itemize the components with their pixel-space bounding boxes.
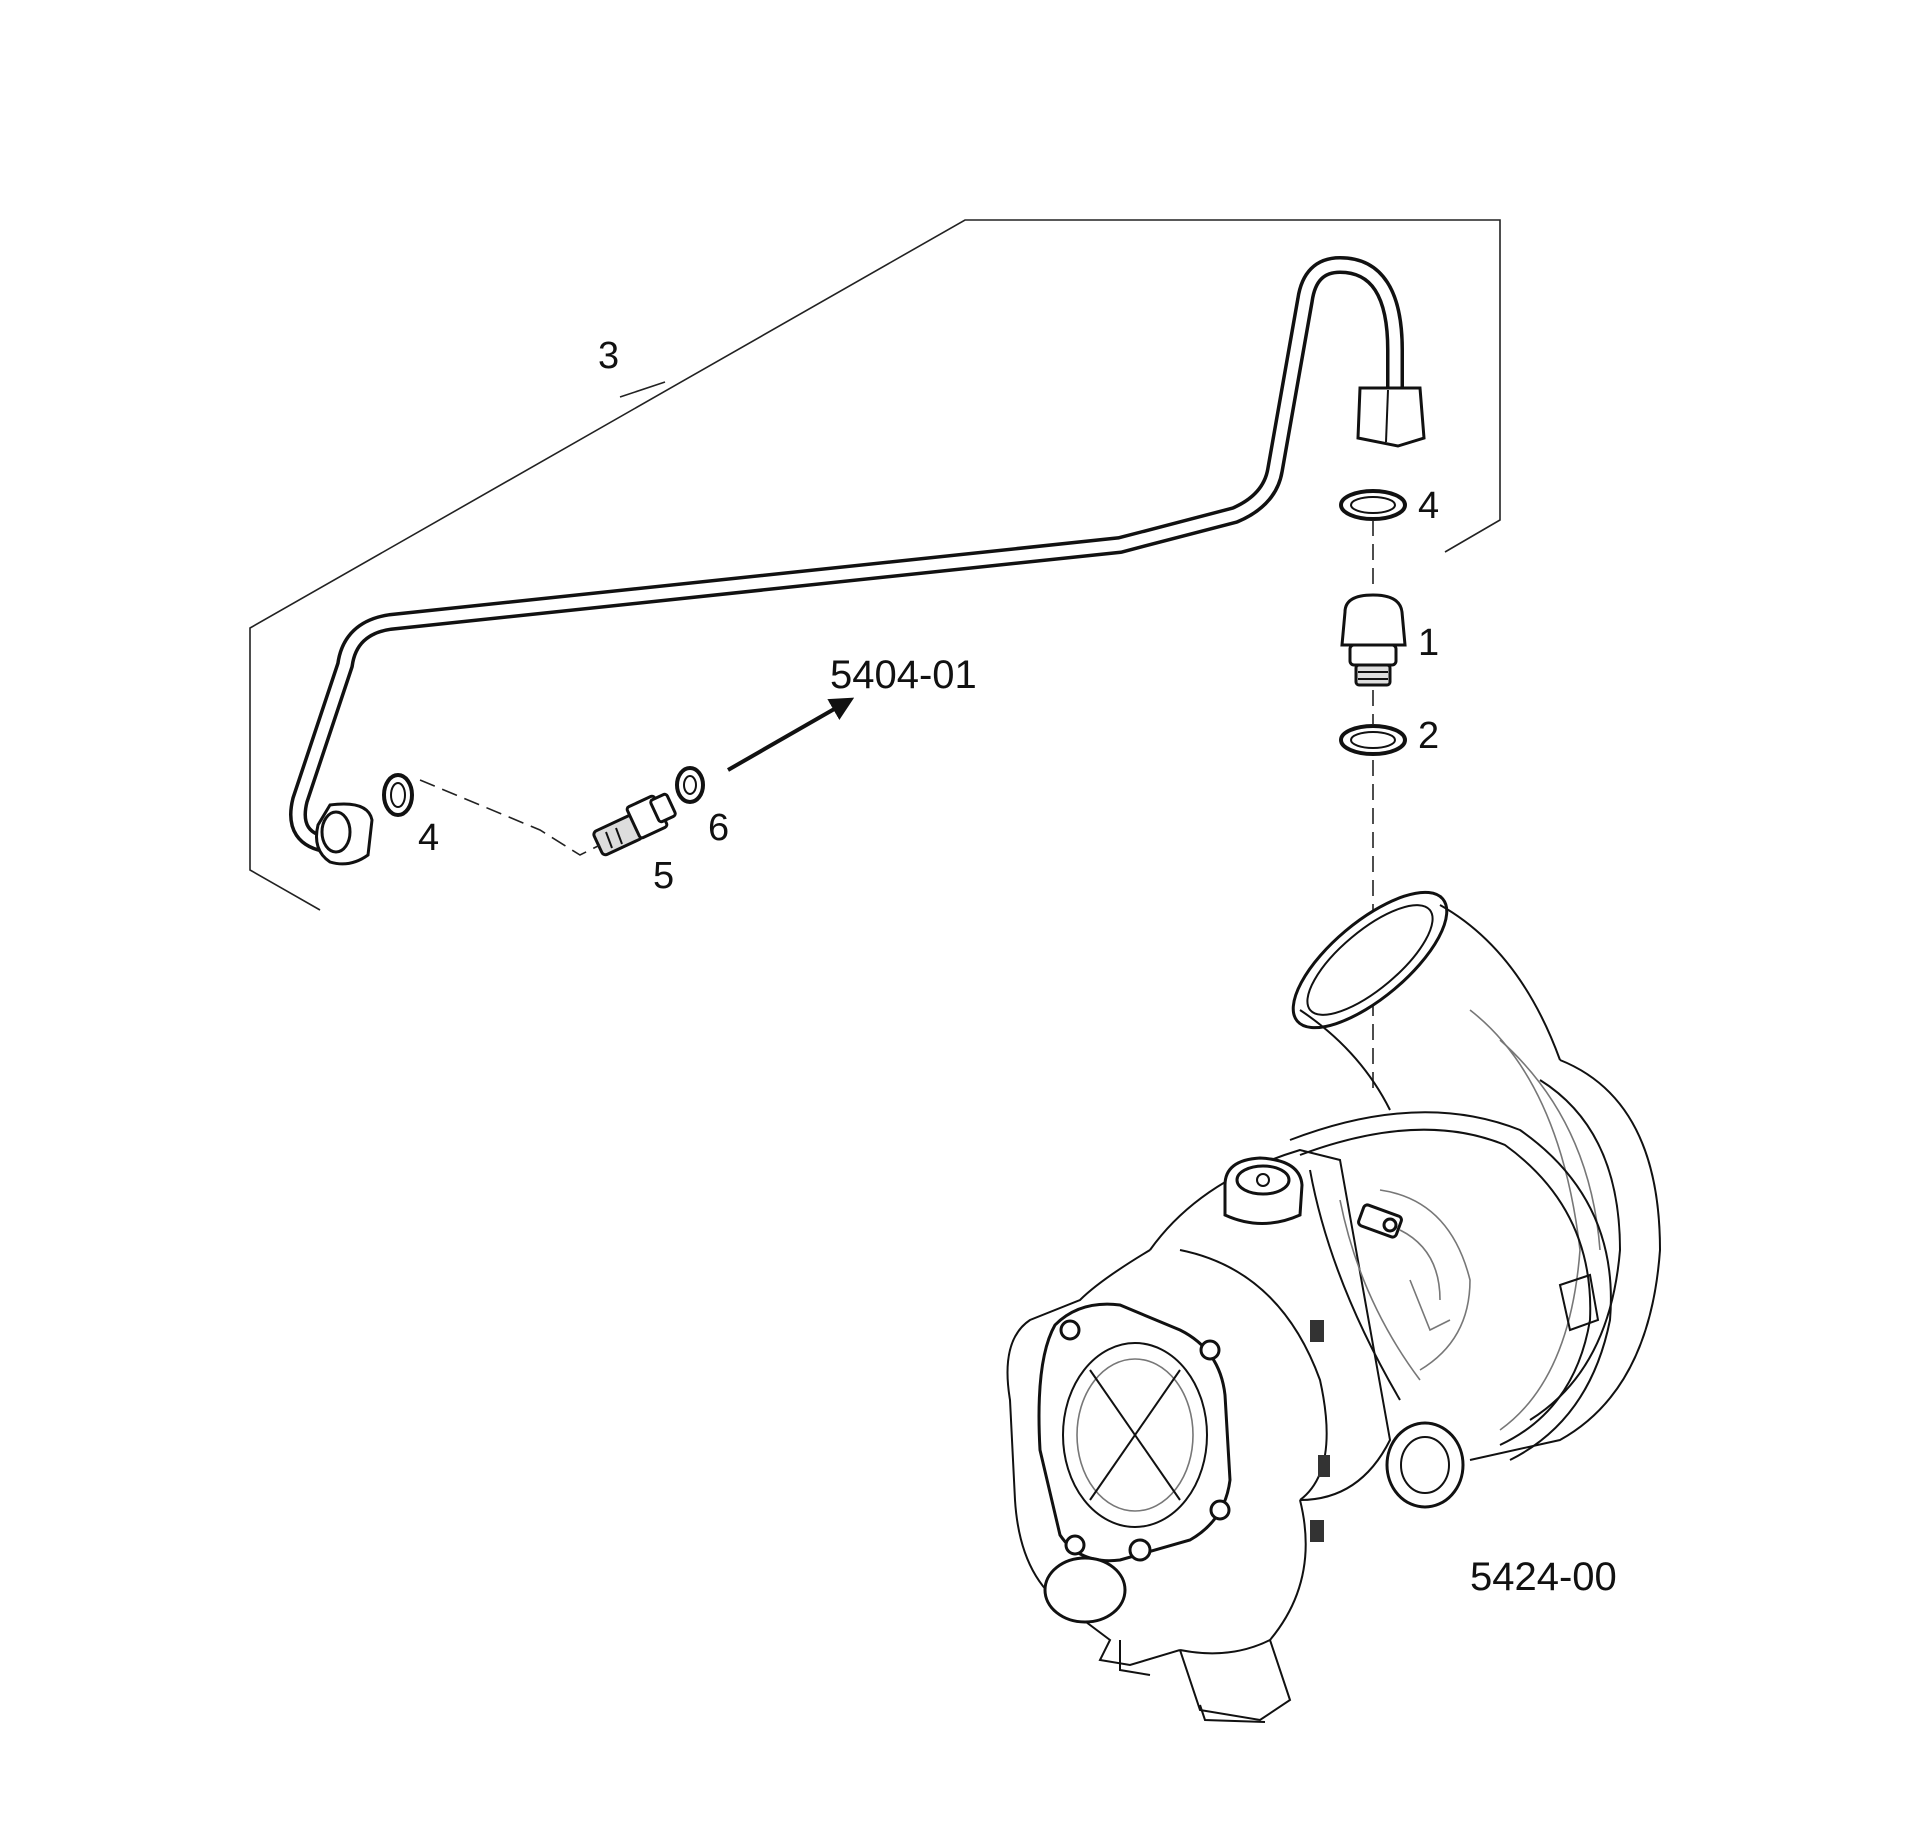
oil-pipe-icon: [289, 256, 1426, 866]
callout-3: 3: [598, 335, 619, 377]
adapter-fitting-icon: [592, 792, 677, 857]
banjo-fitting-icon: [1340, 593, 1407, 687]
sealing-washer-icon: [1339, 489, 1407, 521]
arrow-icon: [727, 697, 855, 772]
callout-5: 5: [653, 855, 674, 897]
sealing-washer-icon: [382, 773, 414, 817]
callout-1: 1: [1418, 622, 1439, 664]
turbocharger-icon: [1006, 890, 1662, 1723]
callout-2: 2: [1418, 715, 1439, 757]
callout-4-lower: 4: [418, 817, 439, 859]
sealing-washer-icon: [1339, 724, 1407, 756]
reference-oil-line: 5404-01: [830, 653, 977, 697]
reference-turbocharger: 5424-00: [1470, 1555, 1617, 1599]
callout-6: 6: [708, 807, 729, 849]
sealing-washer-icon: [675, 766, 705, 804]
callout-4-upper: 4: [1418, 485, 1439, 527]
assembly-bracket: [249, 219, 1501, 911]
